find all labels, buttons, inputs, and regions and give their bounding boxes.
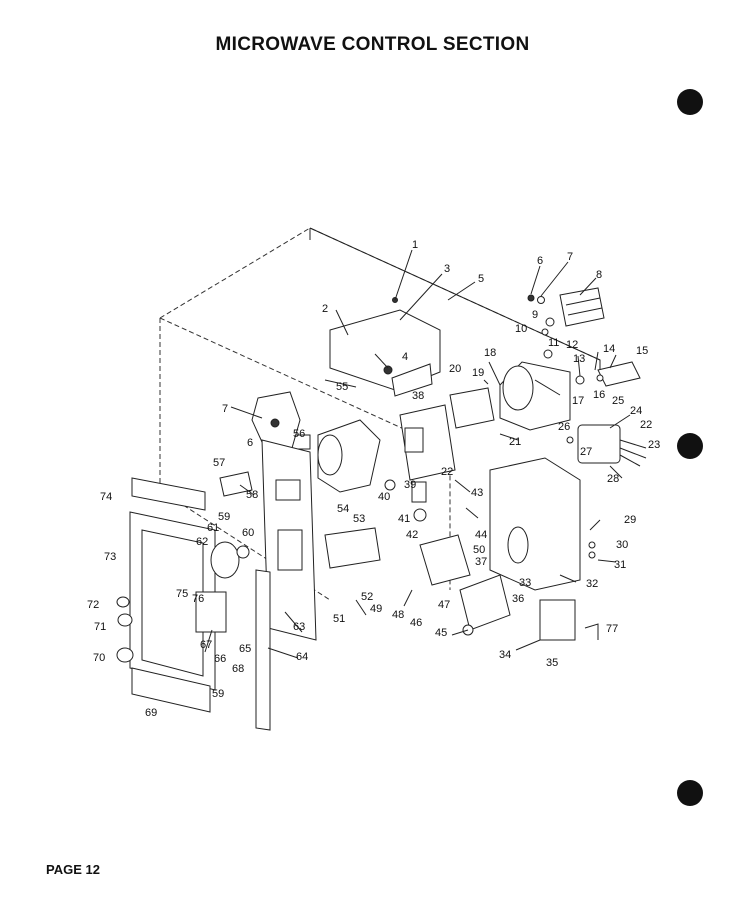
callout-47: 47 xyxy=(438,599,450,611)
callout-8: 8 xyxy=(596,269,602,281)
callout-62: 62 xyxy=(196,536,208,548)
callout-77: 77 xyxy=(606,623,618,635)
callout-66: 66 xyxy=(214,653,226,665)
callout-6-fan: 6 xyxy=(247,437,253,449)
leader-lines xyxy=(204,249,631,659)
callout-71: 71 xyxy=(94,621,106,633)
callout-48: 48 xyxy=(392,609,404,621)
callout-56: 56 xyxy=(293,428,305,440)
callout-53: 53 xyxy=(353,513,365,525)
callout-64: 64 xyxy=(296,651,308,663)
callout-49: 49 xyxy=(370,603,382,615)
callout-70: 70 xyxy=(93,652,105,664)
callout-63: 63 xyxy=(293,621,305,633)
callout-59-bottom: 59 xyxy=(212,688,224,700)
callout-46: 46 xyxy=(410,617,422,629)
callout-28: 28 xyxy=(607,473,619,485)
callout-19: 19 xyxy=(472,367,484,379)
callout-59: 59 xyxy=(218,511,230,523)
callout-16: 16 xyxy=(593,389,605,401)
binder-hole-middle xyxy=(677,433,703,459)
callout-52: 52 xyxy=(361,591,373,603)
callout-60: 60 xyxy=(242,527,254,539)
callout-18: 18 xyxy=(484,347,496,359)
callout-5: 5 xyxy=(478,273,484,285)
callout-6: 6 xyxy=(537,255,543,267)
callout-11: 11 xyxy=(548,337,559,349)
callout-57: 57 xyxy=(213,457,225,469)
callout-51: 51 xyxy=(333,613,345,625)
binder-hole-top xyxy=(677,89,703,115)
callout-68: 68 xyxy=(232,663,244,675)
callout-21: 21 xyxy=(509,436,521,448)
callout-1: 1 xyxy=(412,239,418,251)
callout-17: 17 xyxy=(572,395,584,407)
callout-74: 74 xyxy=(100,491,112,503)
door-switch-pieces xyxy=(219,471,381,569)
callout-15: 15 xyxy=(636,345,648,357)
callout-25: 25 xyxy=(612,395,624,407)
callout-9: 9 xyxy=(532,309,538,321)
callout-43: 43 xyxy=(471,487,483,499)
callout-2: 2 xyxy=(322,303,328,315)
dial-and-knobs xyxy=(116,541,250,663)
callout-75: 75 xyxy=(176,588,188,600)
callout-58: 58 xyxy=(246,489,258,501)
callout-73: 73 xyxy=(104,551,116,563)
callout-7: 7 xyxy=(567,251,573,263)
callout-22: 22 xyxy=(640,419,652,431)
callout-14: 14 xyxy=(603,343,615,355)
callout-34: 34 xyxy=(499,649,511,661)
callout-22-relay: 22 xyxy=(441,466,453,478)
capacitor xyxy=(566,424,647,467)
callout-32: 32 xyxy=(586,578,598,590)
binder-hole-bottom xyxy=(677,780,703,806)
callout-55: 55 xyxy=(336,381,348,393)
callout-54: 54 xyxy=(337,503,349,515)
callout-31: 31 xyxy=(614,559,626,571)
callout-50: 50 xyxy=(473,544,485,556)
callout-69: 69 xyxy=(145,707,157,719)
callout-39: 39 xyxy=(404,479,416,491)
callout-12: 12 xyxy=(566,339,578,351)
callout-26: 26 xyxy=(558,421,570,433)
callout-33: 33 xyxy=(519,577,531,589)
callout-40: 40 xyxy=(378,491,390,503)
control-panel-frame xyxy=(129,477,216,713)
callout-45: 45 xyxy=(435,627,447,639)
transformer xyxy=(499,361,571,431)
callout-35: 35 xyxy=(546,657,558,669)
callout-38: 38 xyxy=(412,390,424,402)
callout-67: 67 xyxy=(200,639,212,651)
callout-7-fan: 7 xyxy=(222,403,228,415)
callout-3: 3 xyxy=(444,263,450,275)
callout-44: 44 xyxy=(475,529,487,541)
callout-4: 4 xyxy=(402,351,408,363)
callout-30: 30 xyxy=(616,539,628,551)
callout-10: 10 xyxy=(515,323,527,335)
relay-assembly xyxy=(384,387,495,522)
callout-42: 42 xyxy=(406,529,418,541)
callout-29: 29 xyxy=(624,514,636,526)
callout-61: 61 xyxy=(207,522,219,534)
callout-41: 41 xyxy=(398,513,410,525)
page-number: PAGE 12 xyxy=(46,862,100,877)
callout-37: 37 xyxy=(475,556,487,568)
right-control-board xyxy=(489,457,599,641)
callout-27: 27 xyxy=(580,446,592,458)
callout-72: 72 xyxy=(87,599,99,611)
part-callouts: 1 2 3 4 5 6 7 8 9 10 11 12 13 14 15 16 1… xyxy=(87,239,660,719)
callout-36: 36 xyxy=(512,593,524,605)
callout-76: 76 xyxy=(192,593,204,605)
control-circuit-board xyxy=(255,439,317,731)
callout-65: 65 xyxy=(239,643,251,655)
page-title: MICROWAVE CONTROL SECTION xyxy=(215,34,530,55)
callout-23: 23 xyxy=(648,439,660,451)
callout-20: 20 xyxy=(449,363,461,375)
callout-24: 24 xyxy=(630,405,642,417)
callout-13: 13 xyxy=(573,353,585,365)
terminal-block xyxy=(527,287,641,387)
